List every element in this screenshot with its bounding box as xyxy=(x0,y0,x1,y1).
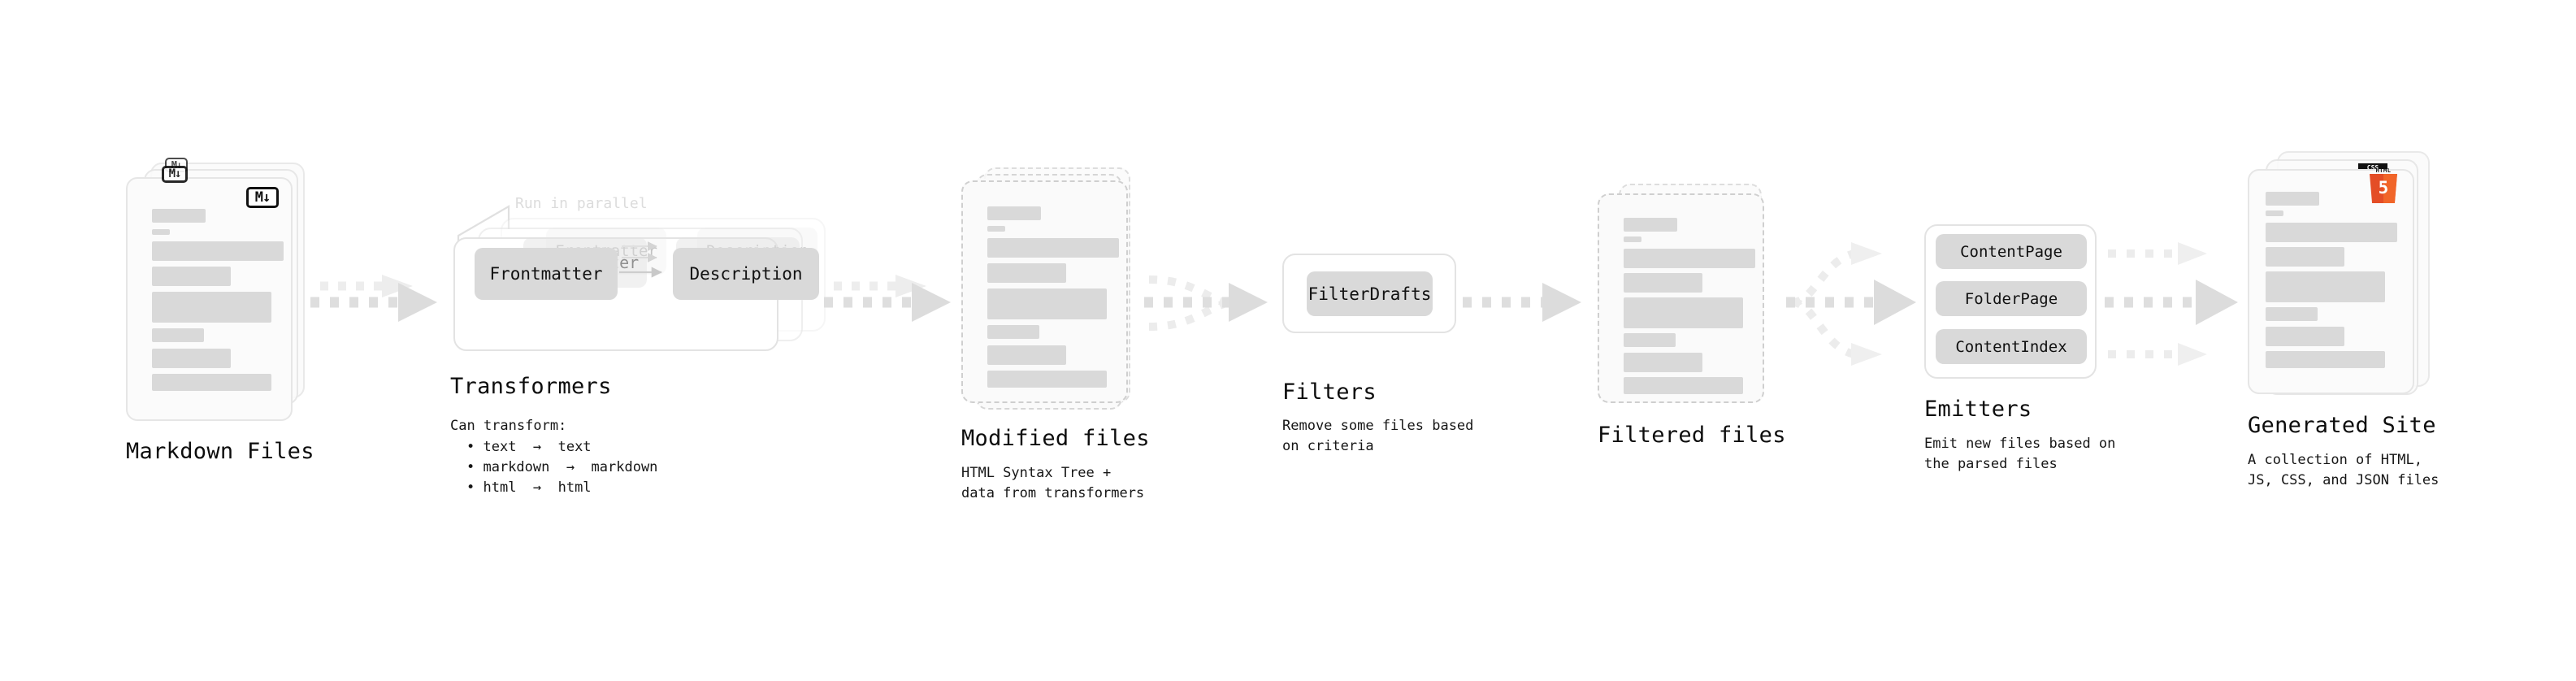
stage-title-modified-files: Modified files xyxy=(961,426,1150,451)
connector-filters-to-filtered xyxy=(1463,283,1581,322)
connector-modified-to-filters xyxy=(1144,275,1268,331)
stage-subtitle-filters: Remove some files based on criteria xyxy=(1282,418,1474,454)
filter-chip-filterdrafts[interactable]: FilterDrafts xyxy=(1307,271,1433,316)
stage-subtitle-modified-files: HTML Syntax Tree + data from transformer… xyxy=(961,465,1145,501)
skeleton-bar xyxy=(2266,247,2344,267)
connector-transformers-to-modified xyxy=(824,275,951,322)
skeleton-bar xyxy=(2266,271,2385,302)
skeleton-bar xyxy=(2266,223,2397,242)
stage-title-filtered-files: Filtered files xyxy=(1598,423,1786,448)
skeleton-bar xyxy=(1624,236,1641,242)
stage-markdown-files: M↓ M↓ M↓ Markdown Files xyxy=(126,158,314,464)
markdown-card-stack: M↓ M↓ M↓ xyxy=(126,158,305,421)
html5-wordmark: HTML xyxy=(2375,167,2392,174)
skeleton-bar xyxy=(152,328,204,342)
skeleton-bar xyxy=(1624,273,1702,293)
skeleton-bar xyxy=(987,288,1107,319)
skeleton-bar xyxy=(987,345,1066,365)
skeleton-bar xyxy=(1624,218,1677,232)
html5-number: 5 xyxy=(2378,178,2389,197)
bullet-text: html → html xyxy=(483,479,592,496)
connector-md-to-transformers xyxy=(310,275,437,322)
skeleton-bar xyxy=(2266,327,2344,346)
html5-badge: HTML 5 xyxy=(2368,167,2399,205)
skeleton-bar xyxy=(152,241,284,261)
bullet-item: • text → text xyxy=(466,439,592,455)
bullet-text: markdown → markdown xyxy=(483,459,658,475)
html5-shield: 5 xyxy=(2370,174,2397,203)
run-in-parallel-note: Run in parallel xyxy=(515,195,648,212)
skeleton-bar xyxy=(152,374,271,391)
skeleton-bar xyxy=(152,349,231,368)
connector-filtered-to-emitters xyxy=(1786,242,1916,366)
stage-filtered-files: Filtered files xyxy=(1598,184,1785,448)
transformer-chip-description[interactable]: Description xyxy=(673,248,819,300)
stage-subtitle-transformers: Can transform: xyxy=(450,418,567,434)
skeleton-bar xyxy=(152,209,206,223)
modified-card-stack xyxy=(961,167,1140,424)
markdown-card-front xyxy=(126,177,293,421)
transformer-chip-frontmatter[interactable]: Frontmatter xyxy=(475,248,618,300)
skeleton-bar xyxy=(152,267,231,286)
generated-card-front xyxy=(2248,169,2414,394)
stage-title-markdown-files: Markdown Files xyxy=(126,439,314,464)
skeleton-bar xyxy=(1624,297,1743,328)
stage-title-emitters: Emitters xyxy=(1924,397,2032,422)
stage-title-filters: Filters xyxy=(1282,380,1377,405)
skeleton-bar xyxy=(987,206,1041,220)
emitter-chip-contentindex[interactable]: ContentIndex xyxy=(1936,329,2087,364)
stage-title-transformers: Transformers xyxy=(450,374,612,399)
filtered-card-stack xyxy=(1598,184,1776,421)
markdown-badge: M↓ xyxy=(162,166,188,183)
transformers-bullet-list: • text → text • markdown → markdown • ht… xyxy=(466,437,657,498)
skeleton-bar xyxy=(987,226,1005,232)
emitter-chip-contentpage[interactable]: ContentPage xyxy=(1936,234,2087,269)
skeleton-bar xyxy=(987,263,1066,283)
skeleton-bar xyxy=(2266,192,2319,206)
modified-card-front xyxy=(961,180,1128,403)
skeleton-bar xyxy=(1624,353,1702,372)
bullet-item: • html → html xyxy=(466,479,592,496)
skeleton-bar xyxy=(2266,351,2385,368)
skeleton-bar xyxy=(987,371,1107,388)
skeleton-bar xyxy=(2266,210,2283,216)
skeleton-bar xyxy=(1624,377,1743,394)
stage-title-generated-site: Generated Site xyxy=(2248,413,2436,438)
skeleton-bar xyxy=(987,325,1039,339)
stage-modified-files: Modified files HTML Syntax Tree + data f… xyxy=(961,167,1149,501)
generated-card-stack: CSS HTML 5 xyxy=(2248,151,2435,413)
stage-generated-site: CSS HTML 5 Generated Site A co xyxy=(2248,151,2439,488)
stage-subtitle-generated-site: A collection of HTML, JS, CSS, and JSON … xyxy=(2248,452,2439,488)
skeleton-bar xyxy=(152,292,271,323)
skeleton-bar xyxy=(152,229,170,235)
skeleton-bar xyxy=(2266,307,2318,321)
bullet-text: text → text xyxy=(483,439,592,455)
skeleton-bar xyxy=(987,238,1119,258)
markdown-badge: M↓ xyxy=(246,187,279,208)
stage-subtitle-emitters: Emit new files based on the parsed files xyxy=(1924,436,2116,472)
skeleton-bar xyxy=(1624,333,1676,347)
filtered-card-front xyxy=(1598,193,1764,403)
bullet-item: • markdown → markdown xyxy=(466,459,658,475)
skeleton-bar xyxy=(1624,249,1755,268)
connector-emitters-to-site xyxy=(2105,242,2238,366)
emitter-chip-folderpage[interactable]: FolderPage xyxy=(1936,281,2087,316)
